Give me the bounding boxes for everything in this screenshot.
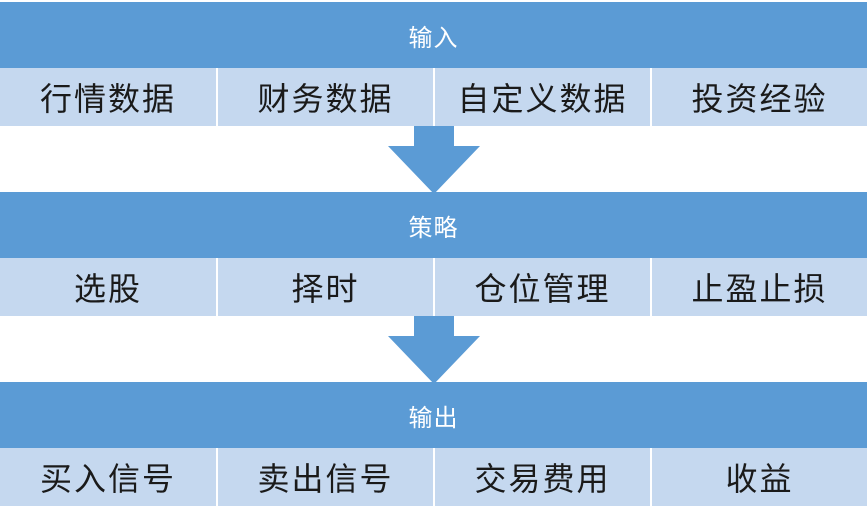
output-item-sell-signal: 卖出信号 <box>216 448 433 506</box>
output-item-transaction-fee: 交易费用 <box>433 448 650 506</box>
output-title: 输出 <box>408 403 459 432</box>
strategy-item-stock-selection: 选股 <box>0 258 216 316</box>
output-header: 输出 <box>0 382 867 448</box>
down-arrow-icon <box>388 316 480 384</box>
down-arrow-icon <box>388 126 480 194</box>
output-item-return: 收益 <box>650 448 867 506</box>
output-items-row: 买入信号 卖出信号 交易费用 收益 <box>0 448 867 506</box>
strategy-items-row: 选股 择时 仓位管理 止盈止损 <box>0 258 867 316</box>
output-item-buy-signal: 买入信号 <box>0 448 216 506</box>
input-title: 输入 <box>408 23 459 52</box>
input-item-market-data: 行情数据 <box>0 68 216 126</box>
input-header: 输入 <box>0 2 867 68</box>
strategy-title: 策略 <box>408 213 459 242</box>
input-item-financial-data: 财务数据 <box>216 68 433 126</box>
input-item-investment-experience: 投资经验 <box>650 68 867 126</box>
strategy-item-position-management: 仓位管理 <box>433 258 650 316</box>
strategy-item-take-profit-stop-loss: 止盈止损 <box>650 258 867 316</box>
input-items-row: 行情数据 财务数据 自定义数据 投资经验 <box>0 68 867 126</box>
strategy-header: 策略 <box>0 192 867 258</box>
input-item-custom-data: 自定义数据 <box>433 68 650 126</box>
strategy-item-timing: 择时 <box>216 258 433 316</box>
